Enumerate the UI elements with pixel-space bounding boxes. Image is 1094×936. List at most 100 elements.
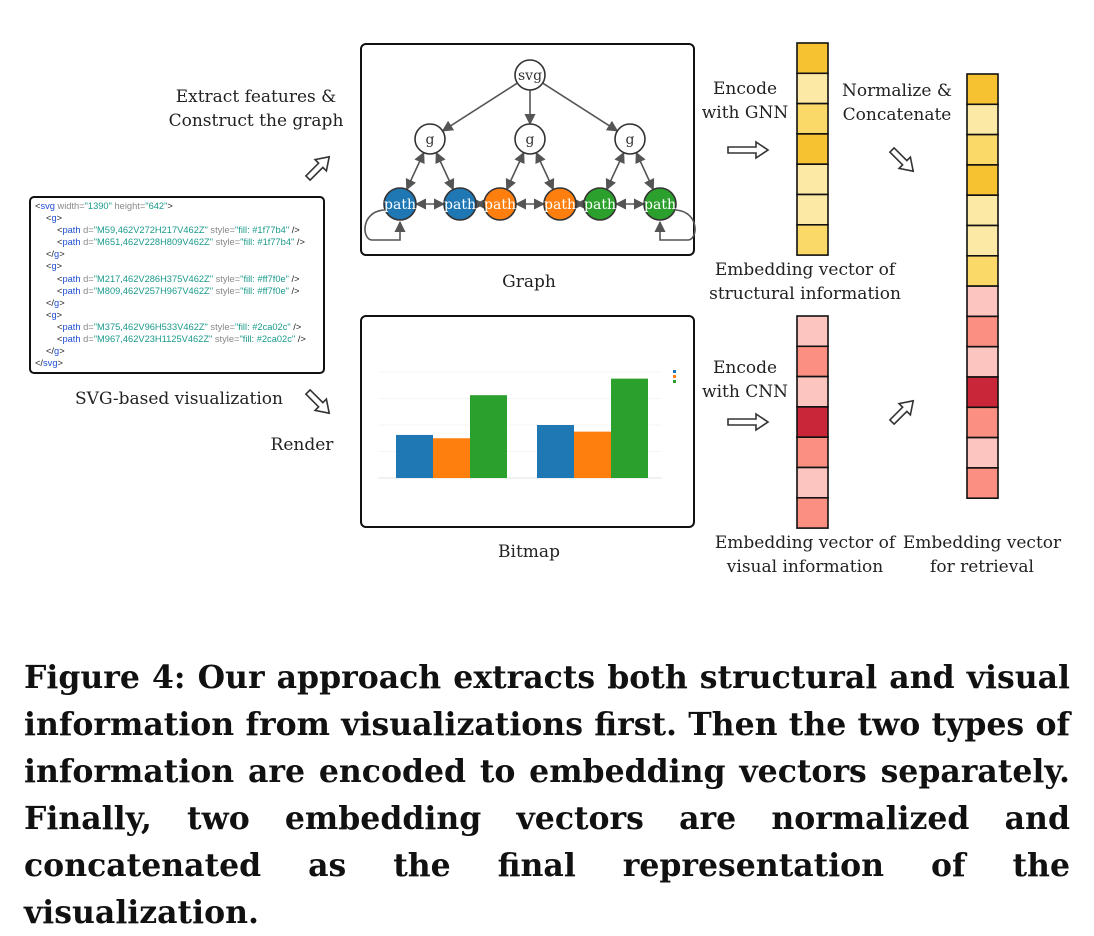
path-node [643,187,677,221]
bitmap-label: Bitmap [498,542,560,562]
vector-cell [796,102,829,135]
vector-cell [966,285,999,318]
vector-cell [966,164,999,196]
graph-label: Graph [502,272,556,292]
vector-cell [796,496,829,529]
encode-cnn-line2: with CNN [702,382,788,402]
emb-retrieval-line1: Embedding vector [903,533,1062,553]
normalize-line1: Normalize & [842,81,952,101]
graph-edge [605,151,625,191]
group-node-label: g [526,132,535,148]
vector-cell [966,467,999,499]
graph-self-loop [364,209,406,241]
encode-cnn-arrow [727,412,770,432]
vector-cell [796,163,829,196]
encode-cnn-line1: Encode [713,358,777,378]
bitmap-bar [470,395,507,478]
graph-self-loop [654,209,696,241]
code-line: <path d="M651,462V228H809V462Z" style="f… [57,237,305,248]
vector-cell [966,133,999,166]
graph-edge [542,82,619,132]
path-node-label: path [444,197,476,213]
vector-cell [796,42,829,75]
vector-cell [796,436,829,469]
path-node-label: path [384,197,416,213]
code-line: </svg> [35,358,63,369]
vector-cell [966,103,999,136]
code-line: <path d="M375,462V96H533V462Z" style="fi… [57,321,302,332]
normalize-arrow-down [888,146,915,173]
path-node [583,187,617,221]
group-node [514,123,546,155]
path-node [543,187,577,221]
visual-embedding-vector [796,315,829,529]
bitmap-legend-swatch [673,370,676,373]
code-line: <path d="M59,462V272H217V462Z" style="fi… [57,225,300,236]
vector-cell [966,376,999,409]
path-node [483,187,517,221]
code-line: <path d="M967,462V23H1125V462Z" style="f… [57,334,306,345]
graph-edge [441,82,518,132]
vector-cell [796,345,829,378]
bitmap-bar [611,378,648,478]
render-arrow [304,388,331,415]
graph-edge [635,151,655,191]
svg-code-box: <svg width="1390" height="642"><g><path … [29,196,325,374]
vector-cell [796,375,829,408]
graph-edge [405,151,425,191]
code-line: <path d="M217,462V286H375V462Z" style="f… [57,273,300,284]
normalize-arrow-up [888,399,915,426]
bitmap-bar [537,425,574,478]
code-line: </g> [46,346,65,357]
emb-struct-line1: Embedding vector of [715,260,897,280]
vector-cell [966,224,999,257]
path-node-label: path [644,197,676,213]
vector-cell [966,406,999,439]
extract-label-line2: Construct the graph [169,111,344,131]
graph-edge [535,151,555,191]
bitmap-chart [378,370,676,479]
extract-label-line1: Extract features & [176,87,337,107]
bitmap-legend-swatch [673,380,676,383]
encode-gnn-line2: with GNN [702,103,789,123]
vector-cell [796,133,829,165]
code-line: <svg width="1390" height="642"> [35,201,173,211]
emb-visual-line1: Embedding vector of [715,533,897,553]
bitmap-legend-swatch [673,375,676,378]
emb-struct-line2: structural information [709,284,901,304]
bitmap-bar [396,434,433,478]
code-line: <g> [46,213,63,224]
code-line: </g> [46,249,65,260]
code-line: <g> [46,261,63,272]
bitmap-bar [433,438,470,478]
vector-cell [796,193,829,226]
vector-cell [796,72,829,105]
path-node-label: path [484,197,516,213]
path-node-label: path [584,197,616,213]
render-label: Render [271,435,335,455]
vector-cell [796,315,829,348]
group-node [414,123,446,155]
structural-embedding-vector [796,42,829,256]
vector-cell [796,466,829,499]
vector-cell [966,315,999,348]
group-node-label: g [626,132,635,148]
code-line: <g> [46,309,63,320]
path-node-label: path [544,197,576,213]
emb-retrieval-line2: for retrieval [930,557,1034,577]
group-node-label: g [426,132,435,148]
emb-visual-line2: visual information [726,557,883,577]
vector-cell [966,73,999,106]
graph-edge [435,151,455,191]
svg-root-node-label: svg [518,68,542,84]
vector-cell [796,406,829,438]
code-line: <path d="M809,462V257H967V462Z" style="f… [57,285,300,296]
vector-cell [966,436,999,469]
approach-diagram: svg g g g path path path path path path Extract f… [75,42,1062,577]
bitmap-bar [574,431,611,478]
extract-arrow [304,155,331,182]
vector-cell [796,224,829,256]
figure-caption: Figure 4: Our approach extracts both str… [24,659,1070,931]
path-node [383,187,417,221]
normalize-line2: Concatenate [843,105,952,125]
